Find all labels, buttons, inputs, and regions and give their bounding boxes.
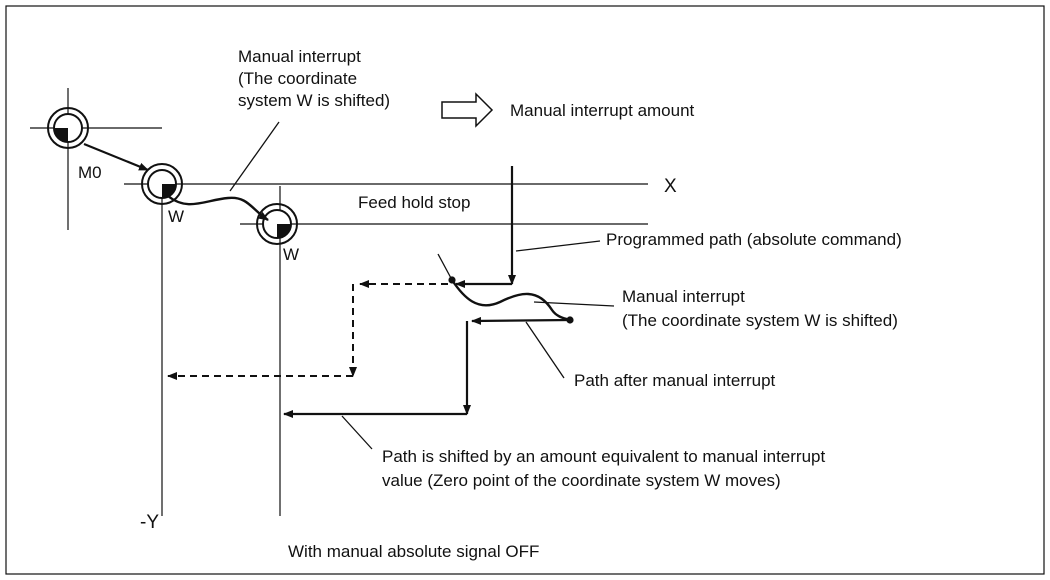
shifted-path-horizontal-upper	[471, 316, 571, 325]
manual-interrupt-right-leader	[533, 301, 615, 307]
w1-label: W	[168, 207, 184, 226]
manual-interrupt-amount-label: Manual interrupt amount	[510, 101, 695, 120]
diagram-caption: With manual absolute signal OFF	[288, 542, 539, 561]
w2-origin-symbol	[256, 203, 298, 245]
m0-origin-group: M0	[30, 88, 162, 230]
w1-origin-symbol	[141, 163, 183, 205]
manual-interrupt-right-line-2: (The coordinate system W is shifted)	[622, 311, 898, 330]
path-after-interrupt-leader	[525, 321, 565, 379]
m0-label: M0	[78, 163, 102, 182]
feed-hold-stop-label: Feed hold stop	[358, 193, 470, 212]
path-shifted-line-1: Path is shifted by an amount equivalent …	[382, 447, 825, 466]
programmed-path-leader	[515, 240, 601, 252]
hollow-right-arrow-icon	[441, 92, 494, 128]
path-shifted-leader	[341, 415, 373, 450]
m0-to-w-arrow	[83, 142, 149, 172]
manual-interrupt-right-line-1: Manual interrupt	[622, 287, 745, 306]
manual-interrupt-top-leader	[229, 121, 280, 192]
w2-label: W	[283, 245, 299, 264]
programmed-path-label: Programmed path (absolute command)	[606, 230, 902, 249]
x-axis-label: X	[664, 176, 677, 197]
manual-interrupt-top-line-3: system W is shifted)	[238, 91, 390, 110]
diagram-frame	[5, 5, 1045, 575]
w2-origin-group: W	[240, 186, 648, 516]
manual-interrupt-right-label: Manual interrupt (The coordinate system …	[622, 287, 898, 330]
path-after-interrupt-label: Path after manual interrupt	[574, 371, 776, 390]
y-axis-label: -Y	[140, 512, 159, 533]
stop-point-tick	[437, 253, 453, 281]
manual-interrupt-top-line-2: (The coordinate	[238, 69, 357, 88]
path-shifted-label: Path is shifted by an amount equivalent …	[382, 447, 830, 490]
w1-origin-group: W	[124, 163, 648, 516]
origin-shift-path	[167, 195, 269, 222]
manual-interrupt-top-label: Manual interrupt (The coordinate system …	[238, 47, 390, 110]
manual-interrupt-top-line-1: Manual interrupt	[238, 47, 361, 66]
manual-interrupt-path	[451, 279, 571, 322]
path-shifted-line-2: value (Zero point of the coordinate syst…	[382, 471, 781, 490]
m0-origin-symbol	[47, 107, 89, 149]
